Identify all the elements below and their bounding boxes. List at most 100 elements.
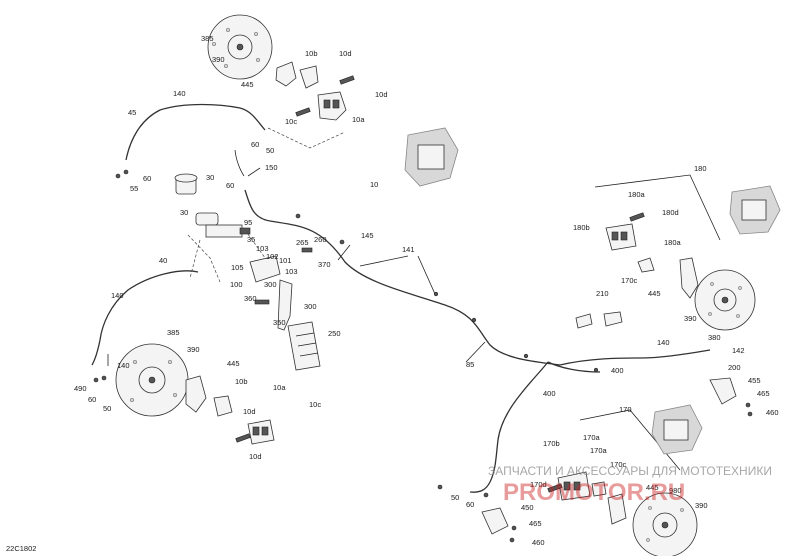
callout-390: 390 <box>212 55 225 64</box>
callout-390: 390 <box>187 345 200 354</box>
callout-30: 30 <box>180 208 188 217</box>
caliper-bottom <box>557 471 591 501</box>
callout-445: 445 <box>227 359 240 368</box>
callout-55: 55 <box>130 184 138 193</box>
pedal-linkage <box>249 255 293 331</box>
callout-460: 460 <box>532 538 545 547</box>
brake-disc-left <box>115 343 189 417</box>
callout-210: 210 <box>596 289 609 298</box>
callout-60: 60 <box>143 174 151 183</box>
callout-385: 385 <box>201 34 214 43</box>
fittings <box>93 75 753 543</box>
callout-45: 45 <box>128 108 136 117</box>
master-cylinder <box>195 212 251 238</box>
watermark-tagline: ЗАПЧАСТИ И АКСЕССУАРЫ ДЛЯ МОТОТЕХНИКИ <box>488 464 772 478</box>
brake-disc-bottom <box>632 492 698 556</box>
callout-10b: 10b <box>235 377 248 386</box>
callout-170a: 170a <box>583 433 601 442</box>
callout-400: 400 <box>611 366 624 375</box>
callout-10: 10 <box>370 180 378 189</box>
callout-450: 450 <box>521 503 534 512</box>
watermark-logo: PROMOTOR.RU <box>503 479 685 506</box>
callout-170d: 170d <box>530 480 547 489</box>
knuckle-brackets <box>185 257 737 535</box>
callout-200: 200 <box>728 363 741 372</box>
callout-170c: 170c <box>610 460 627 469</box>
callout-60: 60 <box>466 500 474 509</box>
callout-40: 40 <box>159 256 167 265</box>
callout-10a: 10a <box>352 115 365 124</box>
callout-50: 50 <box>266 146 274 155</box>
callout-10d: 10d <box>249 452 262 461</box>
callout-170b: 170b <box>543 439 560 448</box>
callout-60: 60 <box>88 395 96 404</box>
callout-490: 490 <box>74 384 87 393</box>
callout-60: 60 <box>251 140 259 149</box>
brake-pedal <box>287 321 321 371</box>
diagram-code: 22C1802 <box>6 544 36 553</box>
callout-465: 465 <box>757 389 770 398</box>
callout-10d: 10d <box>339 49 352 58</box>
callout-455: 455 <box>748 376 761 385</box>
callout-445: 445 <box>241 80 254 89</box>
callout-10a: 10a <box>273 383 286 392</box>
watermark: ЗАПЧАСТИ И АКСЕССУАРЫ ДЛЯ МОТОТЕХНИКИ PR… <box>488 464 772 506</box>
callout-300: 300 <box>304 302 317 311</box>
callout-180b: 180b <box>573 223 590 232</box>
callout-145: 145 <box>361 231 374 240</box>
callout-980: 980 <box>669 486 682 495</box>
callout-465: 465 <box>529 519 542 528</box>
callout-150: 150 <box>265 163 278 172</box>
callout-102: 102 <box>266 252 279 261</box>
callout-140: 140 <box>117 361 130 370</box>
callout-50: 50 <box>451 493 459 502</box>
callout-50: 50 <box>103 404 111 413</box>
callout-labels: 385 390 445 10b 10d 10d 10c 10a 140 45 6… <box>74 34 779 547</box>
callout-260: 260 <box>314 235 327 244</box>
callout-140: 140 <box>173 89 186 98</box>
callout-60: 60 <box>226 181 234 190</box>
callout-180: 180 <box>694 164 707 173</box>
brake-disc-right <box>694 269 756 331</box>
brake-pads <box>575 257 655 497</box>
caliper-large-center <box>404 127 459 187</box>
caliper-large-bottom <box>651 404 703 455</box>
callout-85: 85 <box>466 360 474 369</box>
callout-180a: 180a <box>664 238 682 247</box>
callout-30: 30 <box>206 173 214 182</box>
callout-390: 390 <box>684 314 697 323</box>
callout-460: 460 <box>766 408 779 417</box>
callout-103: 103 <box>285 267 298 276</box>
callout-180a: 180a <box>628 190 646 199</box>
callout-170a: 170a <box>590 446 608 455</box>
callout-445: 445 <box>648 289 661 298</box>
caliper-bracket-top <box>275 61 319 89</box>
callout-390: 390 <box>695 501 708 510</box>
callout-10c: 10c <box>309 400 321 409</box>
callout-300: 300 <box>264 280 277 289</box>
callout-385: 385 <box>167 328 180 337</box>
callout-350: 350 <box>273 318 286 327</box>
caliper-left <box>247 419 275 445</box>
callout-140: 140 <box>657 338 670 347</box>
callout-250: 250 <box>328 329 341 338</box>
callout-265: 265 <box>296 238 309 247</box>
leader-lines <box>107 127 721 471</box>
callout-445: 445 <box>646 483 659 492</box>
callout-103: 103 <box>256 244 269 253</box>
callout-95: 95 <box>244 218 252 227</box>
callout-400: 400 <box>543 389 556 398</box>
callout-360: 360 <box>244 294 257 303</box>
callout-10b: 10b <box>305 49 318 58</box>
callout-170c: 170c <box>621 276 638 285</box>
callout-10d: 10d <box>375 90 388 99</box>
callout-380: 380 <box>708 333 721 342</box>
callout-370: 370 <box>318 260 331 269</box>
callout-35: 35 <box>247 235 255 244</box>
caliper-large-right <box>729 185 781 235</box>
brake-disc-top <box>207 14 273 80</box>
callout-10c: 10c <box>285 117 297 126</box>
callout-180d: 180d <box>662 208 679 217</box>
brake-lines <box>91 103 711 493</box>
